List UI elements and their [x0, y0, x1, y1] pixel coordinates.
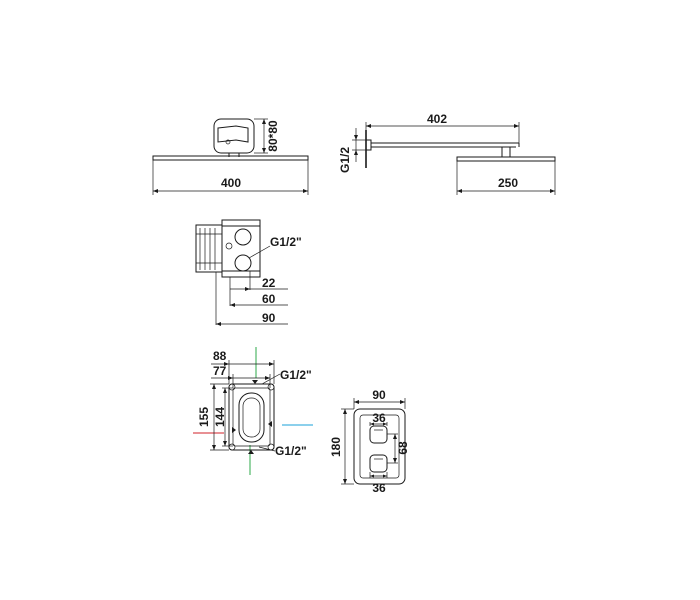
head-diameter-label: 250 — [498, 176, 518, 190]
box-thread-bottom-label: G1/2" — [275, 444, 307, 458]
depth-90-label: 90 — [262, 311, 276, 325]
box-port-bottom — [234, 254, 252, 272]
box-outline — [228, 383, 275, 451]
concealed-box-side-view: G1/2" 22 60 90 — [195, 219, 302, 326]
cover-plate-outline — [353, 408, 406, 485]
arm-length-label: 402 — [427, 112, 447, 126]
arm-thread-label: G1/2 — [338, 147, 352, 173]
box-port-top — [234, 228, 252, 246]
depth-22-label: 22 — [262, 276, 276, 290]
knob-spacing-label: 68 — [396, 441, 410, 455]
hot-arrow — [232, 427, 236, 433]
shower-plate — [152, 155, 309, 161]
head-width-label: 400 — [221, 176, 241, 190]
box-slot — [238, 392, 265, 443]
box-width-77-label: 77 — [213, 364, 227, 378]
depth-60-label: 60 — [262, 292, 276, 306]
outlet-arrow-top — [252, 380, 258, 384]
concealed-box-front-view: 88 77 155 144 G1/2" G1/2" — [193, 347, 313, 475]
side-shower-plate — [456, 156, 556, 162]
box-body — [221, 219, 261, 278]
cover-plate-view: 90 36 36 180 68 — [329, 388, 410, 495]
box-width-88-label: 88 — [213, 349, 227, 363]
knob-width-bottom-label: 36 — [372, 481, 386, 495]
box-height-144-label: 144 — [213, 407, 227, 427]
box-thread-top-label: G1/2" — [280, 368, 312, 382]
cold-arrow — [268, 421, 272, 427]
plate-height-label: 180 — [329, 437, 343, 457]
box-height-155-label: 155 — [197, 407, 211, 427]
bottom-knob — [369, 454, 388, 473]
flange-screw — [225, 139, 231, 145]
wall-flange — [213, 118, 255, 154]
knob-width-top-label: 36 — [372, 411, 386, 425]
top-knob — [369, 425, 388, 444]
flange-size-label: 80*80 — [266, 120, 280, 152]
outlet-arrow-bottom — [248, 450, 254, 454]
shower-head-front-view: 80*80 400 — [152, 118, 309, 195]
shower-head-side-view: G1/2 402 250 — [338, 112, 556, 195]
box-thread-label: G1/2" — [270, 235, 302, 249]
flange-detail — [217, 125, 249, 143]
plate-width-label: 90 — [372, 388, 386, 402]
